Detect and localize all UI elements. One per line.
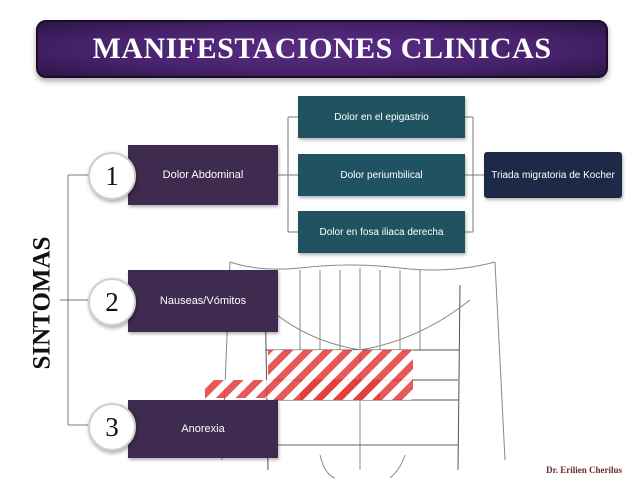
tree-connectors xyxy=(60,116,484,426)
symptom-number-2: 2 xyxy=(88,278,136,326)
kocher-triad-box: Triada migratoria de Kocher xyxy=(484,152,622,198)
pain-location-periumbilical: Dolor periumbilical xyxy=(298,154,465,196)
symptom-label-3: Anorexia xyxy=(181,422,225,435)
symptom-box-1: Dolor Abdominal xyxy=(128,145,278,205)
symptom-box-3: Anorexia xyxy=(128,400,278,458)
symptom-label-1: Dolor Abdominal xyxy=(162,168,244,181)
symptom-label-2: Nauseas/Vómitos xyxy=(159,294,247,307)
symptom-number-3: 3 xyxy=(88,403,136,451)
pain-location-fosa-iliaca: Dolor en fosa iliaca derecha xyxy=(298,211,465,253)
side-label-text: SINTOMAS xyxy=(28,236,56,370)
umbilical-region xyxy=(300,380,380,400)
author-credit: Dr. Erilien Cherilus xyxy=(546,465,622,475)
side-label: SINTOMAS xyxy=(26,228,58,378)
right-iliac-region xyxy=(205,380,268,398)
symptom-number-1: 1 xyxy=(88,152,136,200)
page-title: MANIFESTACIONES CLINICAS xyxy=(92,32,552,65)
symptom-box-2: Nauseas/Vómitos xyxy=(128,270,278,332)
title-banner: MANIFESTACIONES CLINICAS xyxy=(36,20,608,78)
pain-location-epigastrio: Dolor en el epigastrio xyxy=(298,96,465,138)
